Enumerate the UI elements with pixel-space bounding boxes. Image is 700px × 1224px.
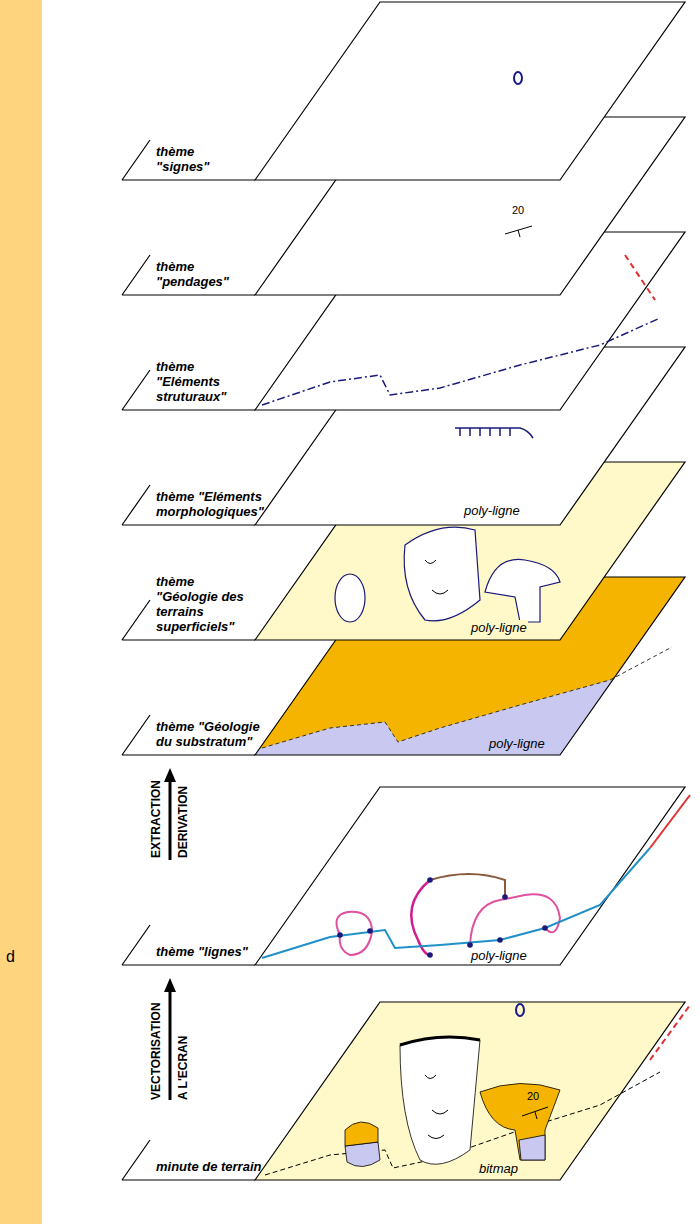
layer-label: thème "Géologie des terrains superficiel…	[156, 574, 256, 634]
layer-label: thème "Eléments struturaux"	[156, 359, 248, 404]
layer-label: thème "Géologie du substratum"	[156, 719, 264, 749]
geometry-type: poly-ligne	[470, 620, 528, 635]
arrow-caption: A L'ECRAN	[177, 1036, 190, 1100]
geometry-type: poly-ligne	[463, 503, 521, 518]
layer-label: thème "lignes"	[156, 944, 296, 959]
arrow-caption: EXTRACTION	[150, 780, 163, 858]
geometry-type: bitmap	[478, 1161, 519, 1176]
arrow-caption: DERIVATION	[177, 786, 190, 858]
dip-value: 20	[512, 204, 524, 216]
dip-value: 20	[527, 1090, 539, 1102]
layer-label: thème "Eléments morphologiques"	[156, 489, 276, 519]
geometry-type: poly-ligne	[470, 948, 528, 963]
arrow-caption: VECTORISATION	[150, 1002, 163, 1100]
margin-letter: d	[6, 948, 15, 966]
layer-label: thème "signes"	[156, 144, 236, 174]
layer-label: thème "pendages"	[156, 259, 246, 289]
geometry-type: poly-ligne	[488, 736, 546, 751]
layer-label: minute de terrain	[156, 1159, 306, 1174]
